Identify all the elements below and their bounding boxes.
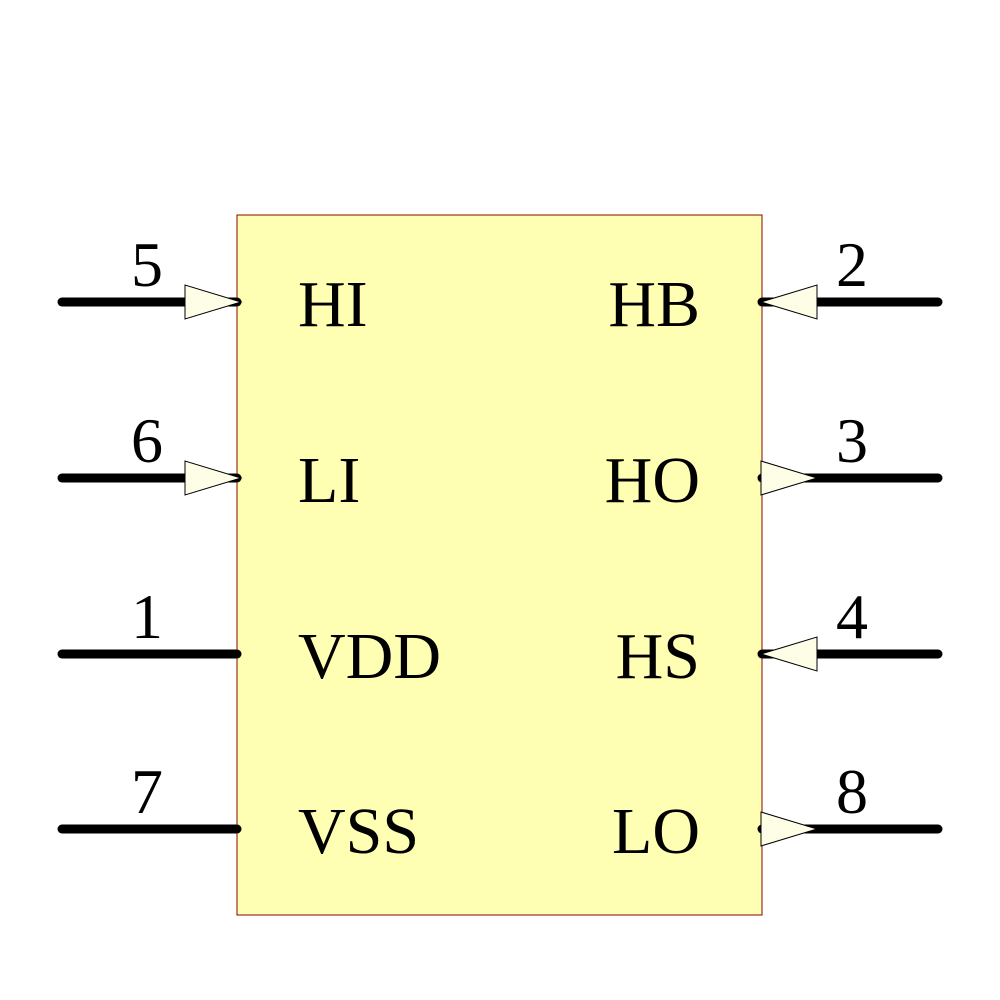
right-pin-8: 8LO [612,756,943,868]
input-arrow-icon [759,636,818,672]
pin-name-label: VDD [298,620,441,693]
output-arrow-icon [760,811,819,847]
pin-number: 2 [836,229,868,300]
right-pin-group: 2HB 3HO 4HS 8LO [605,229,943,868]
pin-name-label: HB [608,268,700,341]
right-pin-3: 3HO [605,405,943,517]
input-arrow-icon [184,460,243,496]
input-arrow-icon [184,284,243,320]
pin-name-label: HO [605,444,700,517]
pin-name-label: LO [612,795,700,868]
output-arrow-icon [760,460,819,496]
pin-number: 4 [836,581,868,652]
pin-number: 6 [131,405,163,476]
pin-name-label: HI [298,268,368,341]
pin-number: 3 [836,405,868,476]
pin-number: 5 [131,229,163,300]
pin-number: 7 [131,756,163,827]
pin-number: 8 [836,756,868,827]
pin-name-label: VSS [298,795,419,868]
left-pin-6: 6LI [57,405,360,517]
pin-number: 1 [131,581,163,652]
left-pin-5: 5HI [57,229,368,341]
pin-name-label: LI [298,444,360,517]
ic-body [236,214,763,916]
pin-name-label: HS [616,620,700,693]
right-pin-2: 2HB [608,229,943,341]
right-pin-4: 4HS [616,581,943,693]
input-arrow-icon [759,284,818,320]
